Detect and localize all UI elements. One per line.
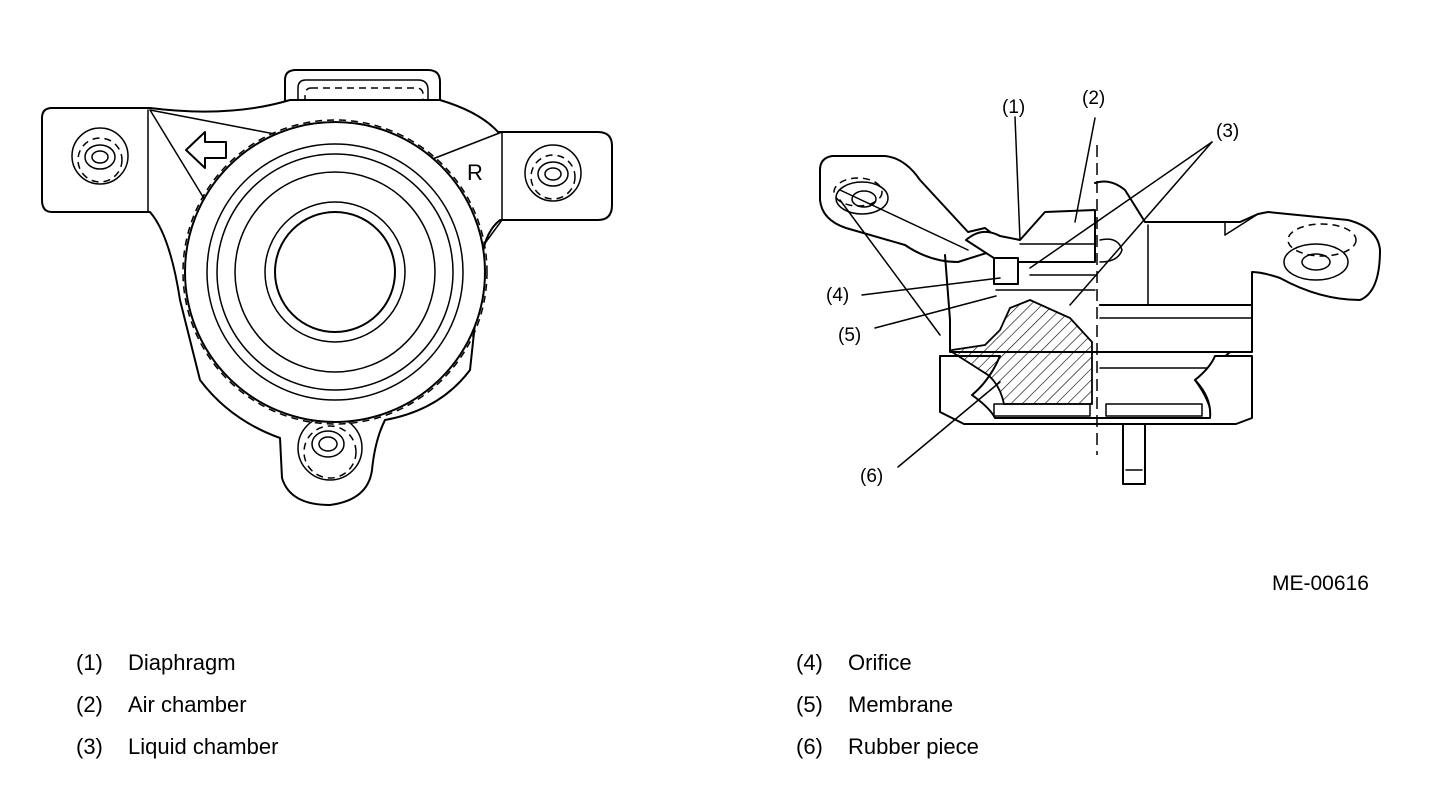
mount-top-view: R [41,69,613,506]
callout-6: (6) [860,466,883,487]
mount-section-view [819,116,1381,485]
section-orifice [993,257,1019,285]
legend-label: Diaphragm [128,650,236,675]
legend-item: (5) Membrane [796,692,953,718]
legend-num: (6) [796,734,823,759]
legend-label: Rubber piece [848,734,979,759]
legend-num: (1) [76,650,103,675]
legend-label: Liquid chamber [128,734,279,759]
legend-item: (1) Diaphragm [76,650,236,676]
legend-item: (2) Air chamber [76,692,247,718]
legend-num: (3) [76,734,103,759]
figure-code: ME-00616 [1272,572,1369,595]
callout-1: (1) [1002,97,1025,118]
legend-item: (3) Liquid chamber [76,734,278,760]
mounting-stud [1122,423,1146,485]
direction-arrow-icon [185,131,227,169]
legend-num: (5) [796,692,823,717]
callout-3: (3) [1216,121,1239,142]
left-bolt-hole [71,127,129,185]
legend-item: (6) Rubber piece [796,734,979,760]
callout-2: (2) [1082,88,1105,109]
legend-label: Air chamber [128,692,247,717]
legend-label: Orifice [848,650,912,675]
legend-num: (2) [76,692,103,717]
legend-item: (4) Orifice [796,650,912,676]
legend-label: Membrane [848,692,954,717]
rubber-piece-hatch [951,299,1093,405]
arrow-mark-label: R [467,160,483,185]
section-upper-chamber [965,209,1096,263]
callout-5: (5) [838,325,861,346]
legend-num: (4) [796,650,823,675]
right-bolt-hole [524,144,582,202]
callout-4: (4) [826,285,849,306]
